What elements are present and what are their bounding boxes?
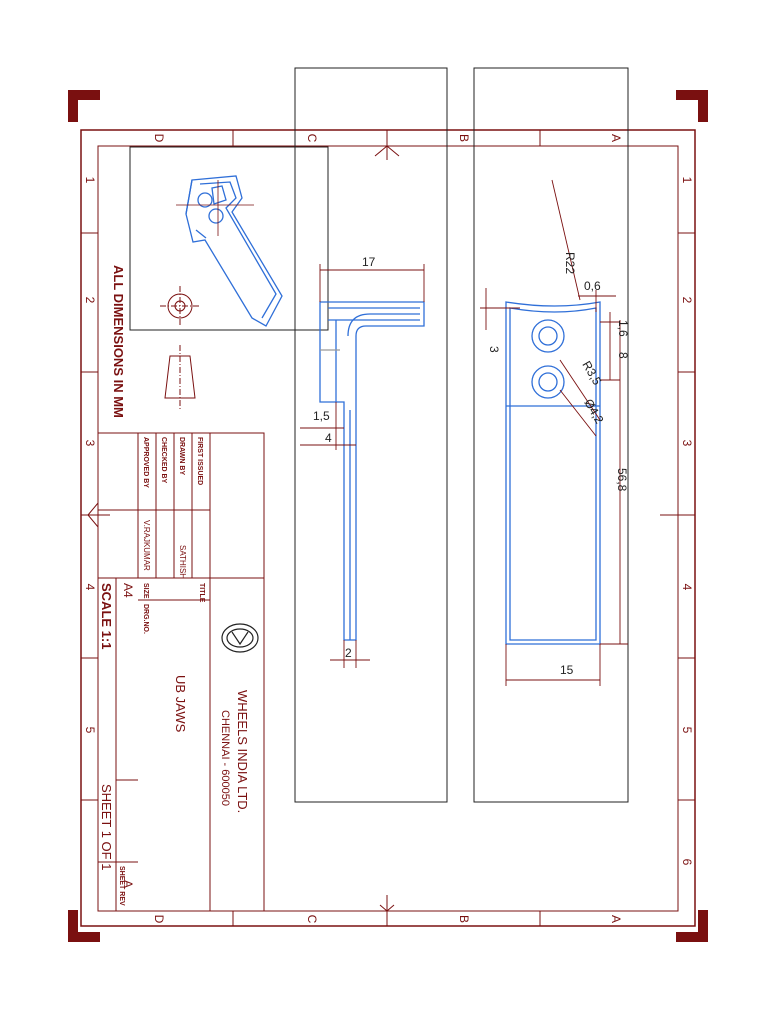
zone-letter-a-bottom: A	[609, 915, 623, 923]
zone-letter-c-bottom: C	[305, 915, 319, 924]
dim-label-4: 4	[325, 431, 332, 445]
company-city: CHENNAI - 600050	[219, 710, 231, 806]
zone-letter-b-top: B	[457, 134, 471, 142]
front-view-dim-labels: R22 0,6 1,6 8 3 R3,5 Ø4,2 56,8 15	[487, 252, 630, 677]
zone-numbers-left: 1 2 3 4 5	[83, 177, 97, 734]
scale-value: SCALE 1:1	[99, 583, 114, 649]
zone-number-4-left: 4	[83, 584, 97, 591]
zone-number-4-right: 4	[680, 584, 694, 591]
zone-letter-b-bottom: B	[457, 915, 471, 923]
zone-number-5-left: 5	[83, 727, 97, 734]
zone-letter-c-top: C	[305, 134, 319, 143]
zone-number-3-left: 3	[83, 440, 97, 447]
corner-mark-bottom-left	[68, 910, 100, 942]
approved-by-value: V.RAJKUMAR	[142, 520, 151, 571]
side-view-dim-labels: 17 1,5 4 2	[313, 255, 376, 660]
zone-number-3-right: 3	[680, 440, 694, 447]
side-view-frame	[294, 67, 448, 803]
dim-label-2: 2	[345, 646, 352, 660]
dim-label-r22: R22	[563, 252, 577, 274]
zone-letter-d-bottom: D	[152, 915, 166, 924]
zone-number-2-right: 2	[680, 297, 694, 304]
drawn-by-label: DRAWN BY	[178, 437, 185, 475]
sheet-rev-label: SHEET REV	[118, 866, 125, 906]
dim-label-1-5: 1,5	[313, 409, 330, 423]
dimensions-note: ALL DIMENSIONS IN MM	[111, 265, 126, 418]
dim-label-17: 17	[362, 255, 376, 269]
title-value: UB JAWS	[173, 675, 188, 733]
corner-marks	[68, 90, 708, 942]
first-issued-label: FIRST ISSUED	[196, 437, 203, 485]
zone-letters-top: D C B A	[152, 134, 623, 143]
zone-number-1-right: 1	[680, 177, 694, 184]
approved-by-label: APPROVED BY	[142, 437, 149, 488]
zone-number-1-left: 1	[83, 177, 97, 184]
dim-label-3: 3	[487, 346, 501, 353]
side-view	[319, 301, 425, 641]
corner-mark-top-left	[68, 90, 100, 122]
zone-letters-bottom: D C B A	[152, 915, 623, 924]
company-logo	[221, 623, 259, 653]
size-label: SIZE	[142, 583, 149, 599]
zone-letter-d-top: D	[152, 134, 166, 143]
isometric-view	[176, 175, 283, 327]
size-value: A4	[121, 583, 135, 598]
zone-number-5-right: 5	[680, 727, 694, 734]
zone-number-6-right: 6	[680, 859, 694, 866]
front-view-frame	[473, 67, 629, 803]
title-block-values: SATHISH V.RAJKUMAR UB JAWS A4 SCALE 1:1 …	[99, 520, 250, 888]
zone-letter-a-top: A	[609, 134, 623, 142]
dim-label-56-8: 56,8	[615, 468, 629, 492]
corner-mark-top-right	[676, 90, 708, 122]
front-view-dimensions	[480, 179, 628, 686]
drawing-number-label: DRG.NO.	[142, 604, 149, 634]
checked-by-label: CHECKED BY	[160, 437, 167, 484]
front-view	[505, 301, 601, 645]
corner-mark-bottom-right	[676, 910, 708, 942]
dim-label-0-6: 0,6	[584, 279, 601, 293]
zone-numbers-right: 1 2 3 4 5 6	[680, 177, 694, 866]
title-label: TITLE	[198, 583, 205, 603]
title-block	[97, 432, 265, 912]
zone-number-2-left: 2	[83, 297, 97, 304]
dim-label-8: 8	[616, 352, 630, 359]
drawn-by-value: SATHISH	[178, 545, 187, 579]
side-view-dimensions	[300, 264, 425, 668]
rev-value: A	[121, 880, 135, 888]
company-name: WHEELS INDIA LTD.	[235, 690, 250, 813]
drawing-frame	[80, 129, 696, 927]
dim-label-1-6: 1,6	[616, 320, 630, 337]
sheet-value: SHEET 1 OF 1	[99, 784, 114, 870]
isometric-view-frame	[129, 146, 329, 331]
dim-label-15: 15	[560, 663, 574, 677]
projection-symbol	[160, 286, 200, 410]
title-block-labels: FIRST ISSUED DRAWN BY CHECKED BY APPROVE…	[118, 437, 205, 906]
